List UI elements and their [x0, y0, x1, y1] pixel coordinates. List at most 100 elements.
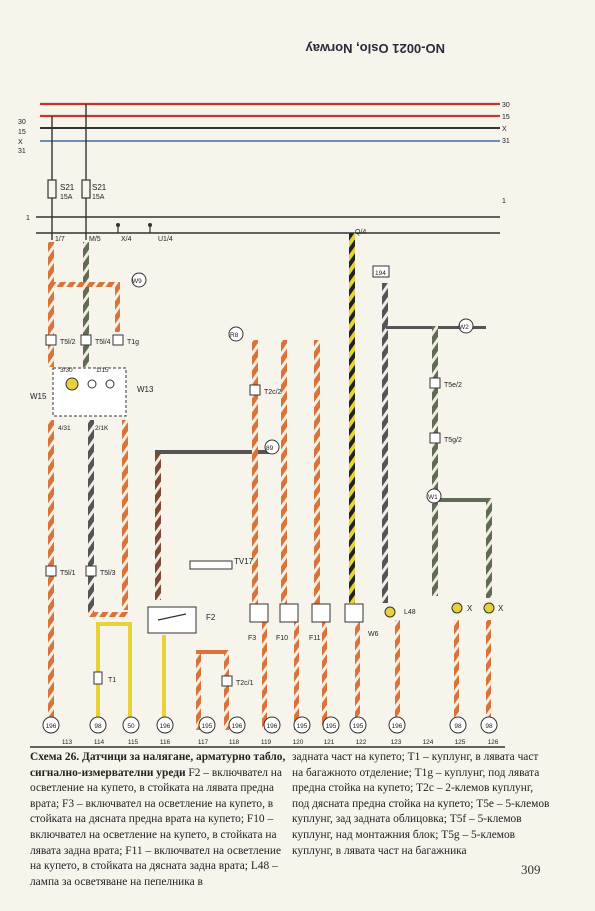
- track-number: 122: [356, 739, 367, 746]
- bus-labels-left: 30 15 X 31 1: [18, 119, 30, 222]
- lamps-x: X X: [451, 602, 504, 614]
- track-number: 124: [423, 739, 434, 746]
- wires: [48, 233, 492, 732]
- component-label: T1: [108, 677, 116, 684]
- ground-circle: [42, 716, 60, 734]
- node-label: 194: [375, 270, 386, 277]
- connector-label: 1/7: [55, 236, 65, 243]
- ground-number: 50: [127, 723, 135, 730]
- track-number: 121: [324, 739, 335, 746]
- terminal-label: T5l/1: [60, 570, 76, 577]
- component-w6: W6: [344, 603, 379, 638]
- caption-left-column: Схема 26. Датчици за налягане, арматурно…: [30, 750, 288, 890]
- component-label: W15: [30, 392, 47, 401]
- ground-circle: [388, 716, 406, 734]
- ground-number: 98: [454, 723, 462, 730]
- component-label: F10: [276, 635, 288, 642]
- bus-label-1-right: 1: [502, 198, 506, 205]
- bus-label-31-left: 31: [18, 148, 26, 155]
- terminal-label: T5g/2: [444, 437, 462, 444]
- ground-number: 98: [94, 723, 102, 730]
- ground-circle: [349, 716, 367, 734]
- connector-label: U1/4: [158, 236, 173, 243]
- switches-f3-f10-f11: F3 F10 F11: [248, 603, 331, 642]
- track-number: 123: [391, 739, 402, 746]
- bus-label-31-right: 31: [502, 138, 510, 145]
- track-number: 118: [229, 739, 240, 746]
- ground-circle: [89, 716, 107, 734]
- bus-label-1-left: 1: [26, 215, 30, 222]
- fuse-rating: 15A: [92, 194, 105, 201]
- ground-circle: [263, 716, 281, 734]
- node-label: W2: [459, 324, 469, 331]
- terminal-tags: T5l/2 T5l/4 T1g T5l/1 T5l/3 T2c/2 T2c/1 …: [45, 334, 462, 687]
- ground-number: 195: [353, 723, 364, 730]
- track-number: 113: [62, 739, 73, 746]
- terminal-label: T2c/2: [264, 389, 282, 396]
- component-tv17: TV17: [189, 557, 254, 570]
- lamp-l48: L48: [384, 606, 416, 618]
- ground-number: 196: [267, 723, 278, 730]
- ground-number: 195: [326, 723, 337, 730]
- fuse-label: S21: [60, 183, 75, 192]
- fuse-label: S21: [92, 183, 107, 192]
- ground-circle: [122, 716, 140, 734]
- ground-number: 196: [392, 723, 403, 730]
- component-label: W6: [368, 631, 379, 638]
- component-label: TV17: [234, 557, 254, 566]
- page-number: 309: [521, 862, 541, 877]
- bus-lines: [30, 102, 505, 748]
- track-number: 125: [455, 739, 466, 746]
- component-label: X: [467, 604, 473, 613]
- terminal-label: T1g: [127, 339, 139, 346]
- bus-label-x-right: X: [502, 126, 507, 133]
- terminal-label: T5l/2: [60, 339, 76, 346]
- caption-right-column: задната част на купето; T1 – куплунг, в …: [292, 751, 550, 857]
- ground-circle: [198, 716, 216, 734]
- node-label: 89: [266, 445, 274, 452]
- connector-row-labels: 1/7 M/5 X/4 U1/4 Q/4: [55, 223, 366, 243]
- node-label: W1: [428, 494, 438, 501]
- component-label: W13: [137, 385, 154, 394]
- connector-label: M/5: [89, 236, 101, 243]
- bus-label-30-right: 30: [502, 102, 510, 109]
- ground-number: 98: [485, 723, 493, 730]
- pin-label: 2/1K: [95, 425, 109, 432]
- bus-label-15-right: 15: [502, 114, 510, 121]
- caption-title: Схема 26. Датчици за налягане, арматурно…: [30, 751, 286, 779]
- wiring-diagram: 30 15 X 31 1 30 15 X 31 1 S21 15A S21 15…: [18, 102, 510, 748]
- ground-circle: [228, 716, 246, 734]
- ground-circle: [322, 716, 340, 734]
- ground-circle: [480, 716, 498, 734]
- component-w15-w13: W15 W13 3/30 1/15 4/31 2/1K: [30, 367, 154, 432]
- pin-label: 3/30: [60, 367, 73, 374]
- caption-left-text: F2 – включвател на осветление на купето,…: [30, 766, 282, 888]
- circle-nodes: W9 R8 89 W2 W1 194: [131, 265, 474, 504]
- track-number: 119: [261, 739, 272, 746]
- connector-label: X/4: [121, 236, 132, 243]
- track-number: 116: [160, 739, 171, 746]
- node-label: R8: [230, 332, 239, 339]
- bus-labels-right: 30 15 X 31 1: [502, 102, 510, 205]
- connector-label: Q/4: [355, 229, 366, 236]
- component-label: X: [498, 604, 504, 613]
- ground-circle: [293, 716, 311, 734]
- ground-number: 196: [232, 723, 243, 730]
- component-label: F2: [206, 613, 216, 622]
- track-number: 115: [128, 739, 139, 746]
- component-t1: T1: [93, 671, 116, 685]
- node-label: W9: [132, 278, 142, 285]
- bus-label-30-left: 30: [18, 119, 26, 126]
- bus-label-15-left: 15: [18, 129, 26, 136]
- terminal-label: T5l/3: [100, 570, 116, 577]
- ground-circle: [449, 716, 467, 734]
- fuse-rating: 15A: [60, 194, 73, 201]
- track-number: 120: [293, 739, 304, 746]
- ground-number: 196: [46, 723, 57, 730]
- pin-label: 1/15: [96, 367, 109, 374]
- terminal-label: T5e/2: [444, 382, 462, 389]
- terminal-label: T2c/1: [236, 680, 254, 687]
- ground-number: 195: [297, 723, 308, 730]
- track-number: 114: [94, 739, 105, 746]
